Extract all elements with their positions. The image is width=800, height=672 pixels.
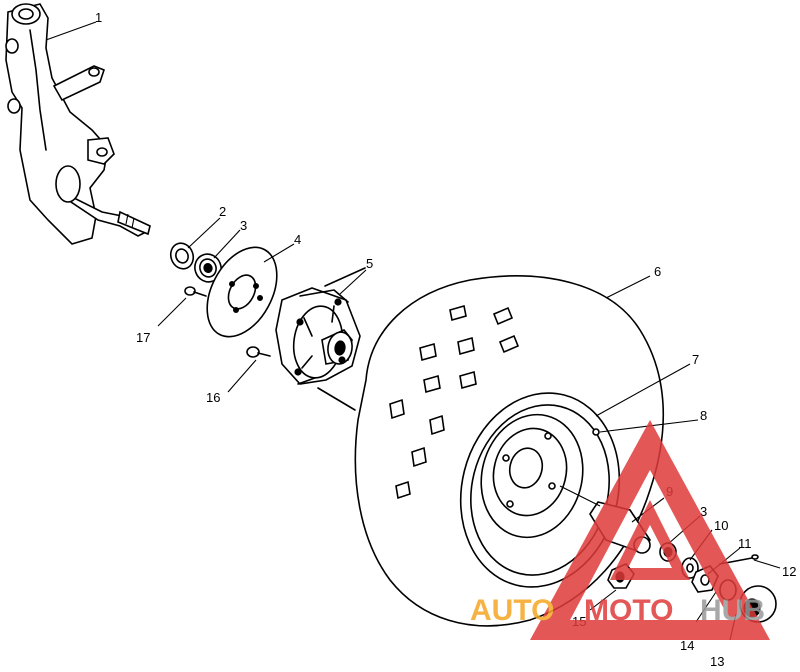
watermark-text-auto: AUTO [470,594,554,627]
callout-label-16: 16 [206,390,220,405]
callout-label-3: 3 [240,218,247,233]
callout-label-4: 4 [294,232,301,247]
callout-label-7: 7 [692,352,699,367]
callout-label-13: 13 [710,654,724,669]
callout-label-17: 17 [136,330,150,345]
callout-label-14: 14 [680,638,694,653]
callout-label-11: 11 [738,536,752,551]
seal-part [169,242,195,270]
brake-disc-part [206,246,278,338]
hub-guide-line-top [324,267,366,287]
callout-label-2: 2 [219,204,226,219]
bearing-part [194,253,222,283]
wheel-hub-part [275,287,361,385]
callout-label-10: 10 [714,518,728,533]
callout-labels: 1 2 3 4 5 6 7 8 9 3 10 11 12 13 14 15 16… [95,10,796,669]
axle-line [559,485,601,507]
watermark: AUTO MOTO HUB [470,420,770,640]
watermark-triangle-inner [610,500,690,580]
callout-label-12: 12 [782,564,796,579]
callout-label-5: 5 [366,256,373,271]
steering-knuckle-part [5,3,151,245]
callout-label-1: 1 [95,10,102,25]
callout-label-8: 8 [700,408,707,423]
watermark-text-moto: MOTO [584,594,673,627]
watermark-text-hub: HUB [700,594,765,627]
bolt-16-part [246,346,271,358]
callout-label-6: 6 [654,264,661,279]
watermark-triangle-logo [530,420,770,640]
hub-guide-line-bottom [317,387,356,411]
bolt-17-part [184,286,207,297]
callout-label-3b: 3 [700,504,707,519]
